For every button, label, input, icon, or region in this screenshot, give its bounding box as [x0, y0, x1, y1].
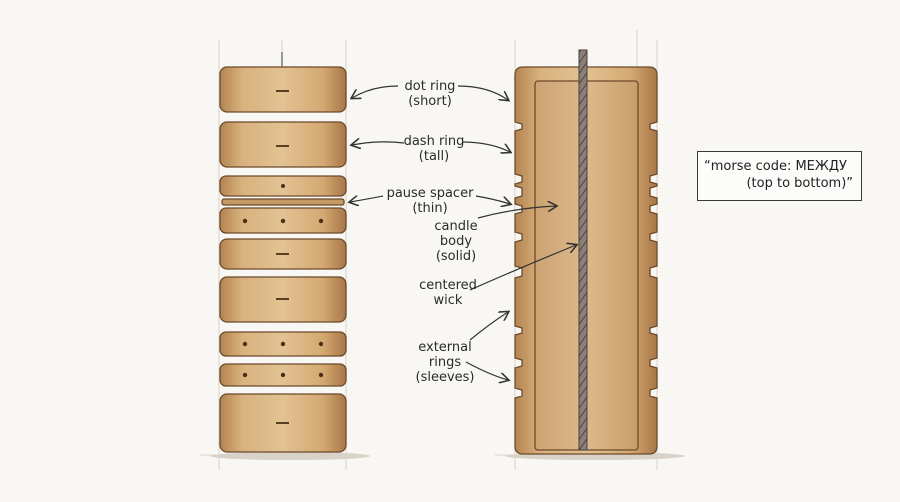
morse-code-note: “morse code: МЕЖДУ (top to bottom)” — [697, 151, 862, 201]
label-dash-ring: dash ring (tall) — [403, 134, 465, 164]
pause-spacer — [221, 198, 345, 206]
ring-dash-1 — [219, 66, 347, 113]
centered-wick — [578, 49, 588, 451]
annotation-arrows — [350, 85, 576, 380]
label-pause-spacer: pause spacer (thin) — [386, 186, 474, 216]
ring-dots-3 — [219, 207, 347, 234]
ring-dash-5 — [219, 393, 347, 453]
ring-dash-3 — [219, 238, 347, 270]
label-external-rings: external rings (sleeves) — [415, 340, 475, 385]
cutaway-view — [514, 49, 658, 455]
stack-shadow — [210, 452, 370, 460]
ring-dots-4 — [219, 331, 347, 357]
label-dot-ring: dot ring (short) — [404, 79, 456, 109]
label-centered-wick: centered wick — [419, 278, 477, 308]
label-candle-body: candle body (solid) — [434, 219, 478, 264]
note-line-1: “morse code: МЕЖДУ — [704, 159, 847, 174]
note-line-2: (top to bottom)” — [746, 176, 853, 191]
ring-stack — [219, 52, 347, 453]
ring-dot-1 — [219, 175, 347, 197]
ring-dots-5 — [219, 363, 347, 387]
ring-dash-2 — [219, 121, 347, 168]
ring-dash-4 — [219, 276, 347, 323]
